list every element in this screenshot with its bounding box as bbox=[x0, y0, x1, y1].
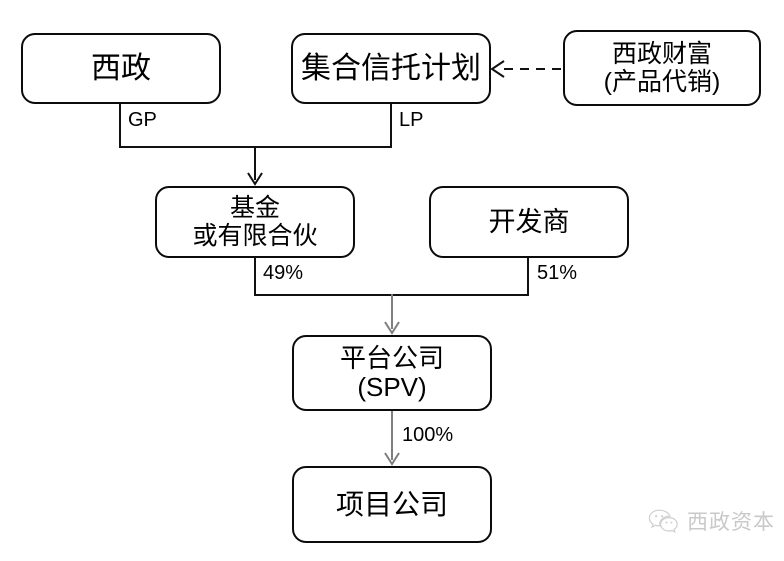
edge-to-project bbox=[391, 411, 393, 460]
edge-gp-vertical bbox=[119, 104, 121, 148]
node-platform-company-sublabel: (SPV) bbox=[357, 372, 427, 402]
node-fund-label: 基金 bbox=[229, 194, 280, 222]
edge-label-lp: LP bbox=[399, 109, 424, 131]
node-fund[interactable]: 基金 或有限合伙 bbox=[155, 186, 355, 258]
arrowhead-trust-icon bbox=[490, 60, 505, 78]
node-xizheng-wealth[interactable]: 西政财富 (产品代销) bbox=[563, 30, 761, 106]
node-developer-label: 开发商 bbox=[488, 206, 570, 237]
edge-label-fund-share: 49% bbox=[263, 262, 304, 284]
node-xizheng-wealth-label: 西政财富 bbox=[611, 40, 712, 68]
node-trust-plan-label: 集合信托计划 bbox=[301, 51, 481, 85]
wechat-icon bbox=[648, 509, 678, 534]
edge-fund-share-vertical bbox=[254, 258, 256, 296]
edge-label-developer-share: 51% bbox=[537, 262, 578, 284]
node-project-company-label: 项目公司 bbox=[335, 488, 448, 520]
node-xizheng-wealth-sublabel: (产品代销) bbox=[603, 68, 721, 96]
watermark-text: 西政资本 bbox=[687, 511, 775, 534]
node-fund-sublabel: 或有限合伙 bbox=[192, 222, 318, 250]
edge-to-fund bbox=[254, 146, 256, 180]
edge-label-spv-share: 100% bbox=[402, 424, 454, 446]
node-xizheng[interactable]: 西政 bbox=[21, 33, 221, 104]
edge-label-gp: GP bbox=[128, 109, 157, 131]
edge-lp-vertical bbox=[390, 104, 392, 148]
node-platform-company[interactable]: 平台公司 (SPV) bbox=[292, 335, 492, 411]
watermark: 西政资本 bbox=[648, 506, 775, 536]
edge-to-spv bbox=[391, 294, 393, 329]
node-xizheng-label: 西政 bbox=[91, 51, 151, 85]
edge-developer-share-vertical bbox=[527, 258, 529, 296]
node-developer[interactable]: 开发商 bbox=[429, 186, 629, 258]
node-project-company[interactable]: 项目公司 bbox=[292, 466, 492, 543]
node-trust-plan[interactable]: 集合信托计划 bbox=[291, 33, 491, 104]
node-platform-company-label: 平台公司 bbox=[339, 342, 444, 373]
